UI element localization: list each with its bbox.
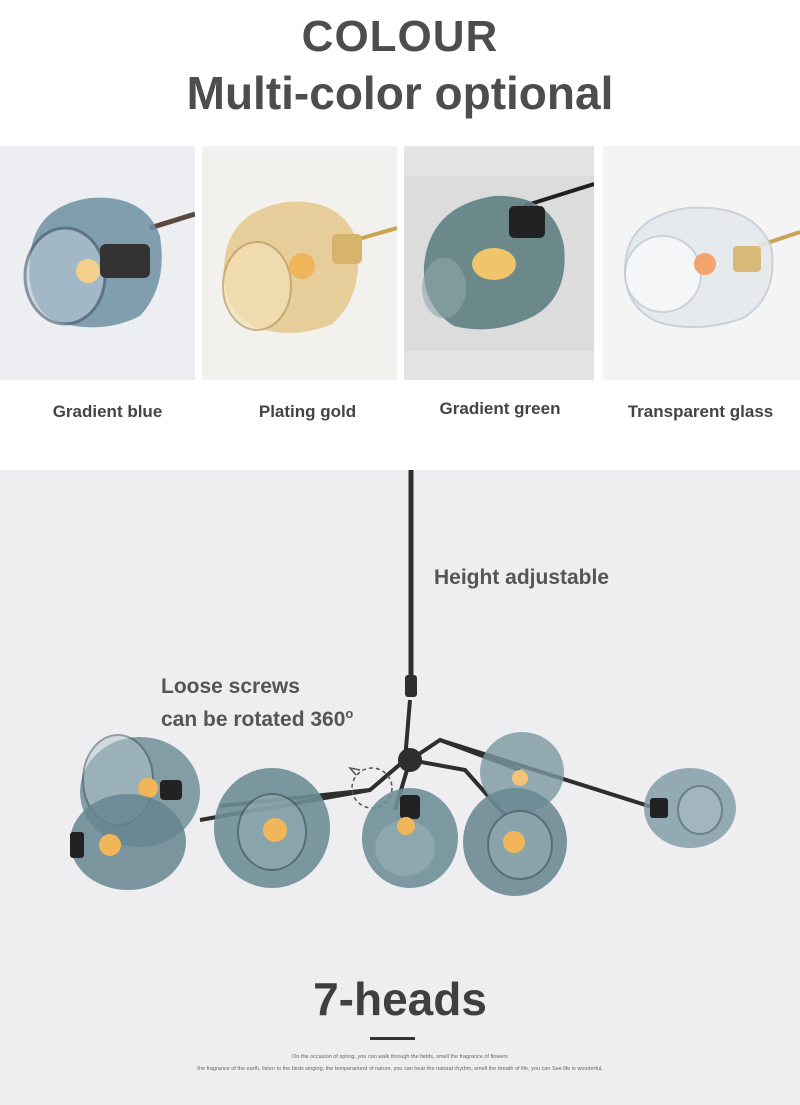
rotation-note-line1: Loose screws: [161, 675, 300, 698]
section-subtitle: Multi-color optional: [186, 67, 614, 119]
section-title: COLOUR: [301, 12, 499, 61]
swatch-gradient-blue[interactable]: [0, 146, 195, 380]
heads-count-title: 7-heads: [313, 973, 487, 1025]
title-divider: [370, 1037, 415, 1040]
swatch-transparent-glass[interactable]: [603, 146, 800, 380]
colour-section: COLOUR Multi-color optional Gradient blu…: [0, 0, 800, 470]
swatch-label: Transparent glass: [627, 402, 774, 421]
swatch-gradient-green[interactable]: [404, 146, 594, 380]
rotation-note-line2: can be rotated 360o: [161, 706, 354, 731]
swatch-plating-gold[interactable]: [202, 146, 397, 380]
degree-mark: o: [345, 706, 354, 721]
chandelier-illustration: [70, 470, 736, 896]
swatch-label: Plating gold: [258, 402, 357, 421]
swatch-label: Gradient blue: [52, 402, 163, 421]
height-adjustable-note: Height adjustable: [434, 566, 610, 589]
footer-text-line1: On the occasion of spring, you can walk …: [292, 1054, 508, 1060]
lamp-shade-blue-image: [0, 146, 195, 380]
swatch-label: Gradient green: [439, 399, 561, 418]
product-section: Height adjustable Loose screws can be ro…: [0, 470, 800, 1105]
lamp-shade-clear-image: [603, 146, 800, 380]
lamp-shade-gold-image: [202, 146, 397, 380]
lamp-shade-green-image: [404, 146, 594, 380]
footer-text-line2: the fragrance of the earth, listen to th…: [197, 1066, 603, 1072]
